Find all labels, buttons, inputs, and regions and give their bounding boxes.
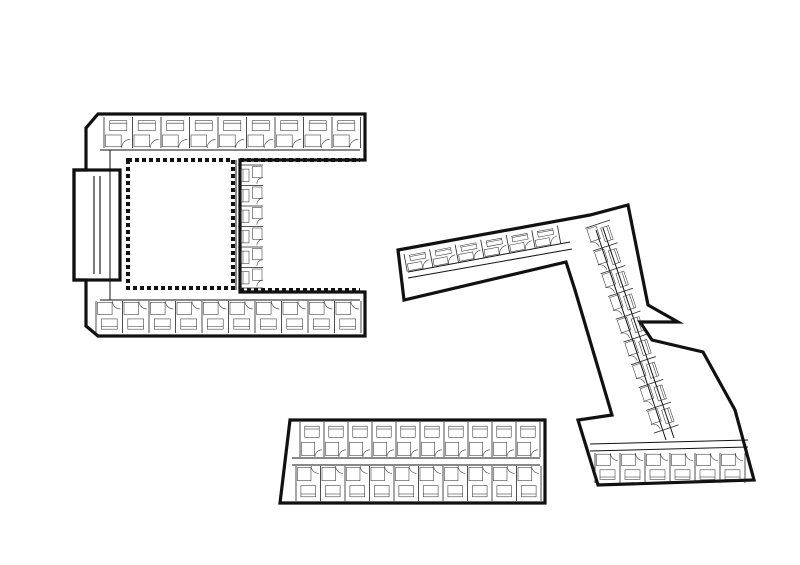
room-module	[454, 242, 481, 263]
room-module	[491, 422, 515, 458]
zigzag-block-outline	[396, 203, 757, 487]
room-module	[217, 117, 245, 149]
room-module	[323, 422, 347, 458]
room-module	[516, 465, 540, 501]
courtyard-void	[126, 158, 235, 290]
room-module	[393, 465, 417, 501]
room-module	[344, 465, 368, 501]
room-module	[238, 164, 264, 184]
room-module	[694, 452, 719, 483]
room-module	[646, 401, 675, 430]
room-module	[623, 333, 652, 361]
room-module	[467, 422, 491, 458]
room-module	[491, 465, 515, 501]
room-module	[630, 356, 660, 384]
room-module	[334, 300, 359, 333]
room-module	[303, 117, 330, 149]
room-module	[371, 422, 395, 458]
west-stair-bay	[72, 168, 122, 282]
room-module	[299, 422, 323, 458]
room-module	[719, 452, 744, 483]
room-module	[369, 465, 393, 501]
room-module	[307, 300, 333, 333]
room-module	[467, 465, 491, 501]
courtyard-block	[72, 112, 367, 338]
room-module	[443, 422, 467, 458]
room-module	[281, 300, 306, 333]
room-module	[238, 246, 264, 266]
room-module	[160, 117, 188, 149]
slab-block	[278, 418, 547, 505]
room-module	[238, 185, 264, 205]
room-module	[103, 117, 131, 149]
room-module	[403, 252, 430, 272]
room-module	[418, 465, 442, 501]
room-module	[122, 300, 147, 333]
room-module	[515, 422, 539, 458]
room-module	[175, 300, 200, 333]
room-module	[228, 300, 253, 333]
room-module	[669, 452, 694, 483]
room-module	[132, 117, 159, 149]
room-module	[201, 300, 227, 333]
zigzag-block	[396, 203, 757, 487]
room-module	[592, 242, 622, 270]
room-module	[619, 452, 644, 483]
room-module	[505, 233, 532, 253]
room-module	[644, 452, 669, 483]
room-module	[419, 422, 443, 458]
room-module	[531, 228, 558, 249]
room-module	[246, 117, 273, 149]
room-module	[615, 310, 644, 339]
room-module	[638, 378, 667, 407]
room-module	[347, 422, 371, 458]
room-module	[320, 465, 344, 501]
room-module	[274, 117, 302, 149]
room-module	[594, 452, 619, 483]
room-module	[442, 465, 466, 501]
room-module	[395, 422, 419, 458]
room-module	[189, 117, 216, 149]
room-module	[429, 247, 456, 268]
slab-block-outline	[278, 418, 547, 505]
room-module	[608, 287, 637, 316]
room-module	[585, 219, 614, 248]
room-module	[480, 237, 507, 258]
room-module	[295, 465, 319, 501]
room-module	[600, 265, 629, 293]
room-module	[254, 300, 280, 333]
room-module	[148, 300, 174, 333]
room-module	[331, 117, 359, 149]
room-module	[95, 300, 121, 333]
room-module	[238, 267, 264, 287]
room-module	[238, 226, 264, 246]
room-module	[238, 205, 264, 225]
